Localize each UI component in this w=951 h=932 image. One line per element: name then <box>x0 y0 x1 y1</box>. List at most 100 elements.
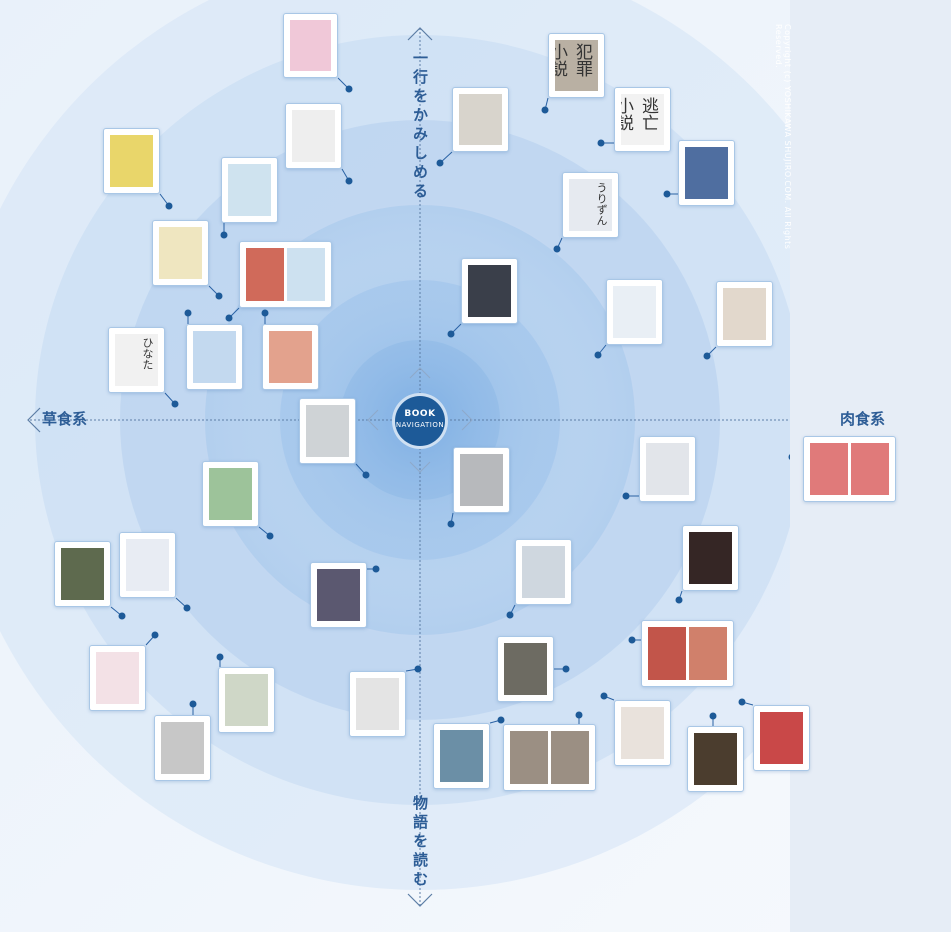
book-position-dot <box>216 653 224 661</box>
book-cover-image <box>646 443 689 495</box>
book-cover-image <box>459 94 502 145</box>
book-cover-image <box>760 712 803 764</box>
book-cover-title: ひなた <box>141 337 154 370</box>
book-thumbnail[interactable] <box>218 667 275 733</box>
book-position-dot <box>171 400 179 408</box>
book-cover-image <box>161 722 204 774</box>
center-chevron-right-icon <box>461 409 473 431</box>
book-cover-image <box>306 405 349 457</box>
book-position-dot <box>709 712 717 720</box>
book-position-dot <box>703 352 711 360</box>
book-thumbnail[interactable] <box>262 324 319 390</box>
book-position-dot <box>447 330 455 338</box>
book-cover-image <box>159 227 202 279</box>
book-position-dot <box>345 85 353 93</box>
book-thumbnail[interactable] <box>239 241 332 308</box>
book-position-dot <box>261 309 269 317</box>
book-thumbnail[interactable] <box>452 87 509 152</box>
book-thumbnail[interactable] <box>299 398 356 464</box>
book-thumbnail[interactable] <box>453 447 510 513</box>
book-cover-image <box>810 443 848 495</box>
book-position-dot <box>738 698 746 706</box>
book-thumbnail[interactable] <box>803 436 896 502</box>
book-thumbnail[interactable] <box>186 324 243 390</box>
book-position-dot <box>541 106 549 114</box>
book-cover-image <box>551 731 589 784</box>
book-thumbnail[interactable]: 犯罪小説集 <box>548 33 605 98</box>
book-thumbnail[interactable] <box>152 220 209 286</box>
book-cover-image: 逃亡小説集 <box>621 94 664 145</box>
book-position-dot <box>225 314 233 322</box>
book-thumbnail[interactable] <box>103 128 160 194</box>
book-cover-image: うりずん <box>569 179 612 231</box>
book-thumbnail[interactable] <box>221 157 278 223</box>
book-position-dot <box>220 231 228 239</box>
book-position-dot <box>497 716 505 724</box>
book-thumbnail[interactable] <box>154 715 211 781</box>
book-thumbnail[interactable]: ひなた <box>108 327 165 393</box>
book-thumbnail[interactable]: 逃亡小説集 <box>614 87 671 152</box>
book-cover-image <box>648 627 686 680</box>
center-chevron-up-icon <box>409 367 431 379</box>
book-cover-image <box>110 135 153 187</box>
book-cover-image <box>621 707 664 759</box>
book-position-dot <box>151 631 159 639</box>
center-chevron-left-icon <box>367 409 379 431</box>
book-cover-title: 逃亡小説集 <box>621 97 658 131</box>
book-thumbnail[interactable] <box>641 620 734 687</box>
book-thumbnail[interactable] <box>54 541 111 607</box>
book-thumbnail[interactable] <box>119 532 176 598</box>
arrow-up-icon <box>407 27 433 41</box>
book-thumbnail[interactable] <box>716 281 773 347</box>
book-cover-image <box>209 468 252 520</box>
book-cover-image <box>96 652 139 704</box>
book-cover-image <box>228 164 271 216</box>
book-cover-image <box>356 678 399 730</box>
book-thumbnail[interactable] <box>682 525 739 591</box>
book-thumbnail[interactable] <box>349 671 406 737</box>
axis-label-left: 草食系 <box>42 410 88 428</box>
book-thumbnail[interactable] <box>606 279 663 345</box>
book-cover-image <box>246 248 284 301</box>
arrow-left-icon <box>27 407 41 433</box>
book-thumbnail[interactable] <box>310 562 367 628</box>
book-thumbnail[interactable] <box>433 723 490 789</box>
book-thumbnail[interactable] <box>497 636 554 702</box>
book-thumbnail[interactable] <box>202 461 259 527</box>
book-navigation-logo[interactable]: BOOK NAVIGATION <box>395 396 445 446</box>
book-thumbnail[interactable] <box>678 140 735 206</box>
book-cover-image <box>440 730 483 782</box>
book-thumbnail[interactable] <box>503 724 596 791</box>
book-thumbnail[interactable] <box>461 258 518 324</box>
arrow-down-icon <box>407 893 433 907</box>
book-thumbnail[interactable] <box>687 726 744 792</box>
book-position-dot <box>414 665 422 673</box>
book-thumbnail[interactable] <box>614 700 671 766</box>
book-thumbnail[interactable] <box>89 645 146 711</box>
book-position-dot <box>628 636 636 644</box>
connector-layer <box>110 77 803 726</box>
logo-line-1: BOOK <box>404 409 436 419</box>
book-cover-image <box>225 674 268 726</box>
book-cover-image <box>193 331 236 383</box>
book-cover-image <box>61 548 104 600</box>
book-position-dot <box>189 700 197 708</box>
book-cover-image <box>851 443 889 495</box>
book-cover-image <box>269 331 312 383</box>
book-thumbnail[interactable] <box>515 539 572 605</box>
book-cover-image <box>522 546 565 598</box>
book-cover-image <box>126 539 169 591</box>
book-thumbnail[interactable] <box>639 436 696 502</box>
book-cover-image <box>613 286 656 338</box>
book-cover-image <box>292 110 335 162</box>
book-cover-image: ひなた <box>115 334 158 386</box>
book-cover-image <box>460 454 503 506</box>
book-thumbnail[interactable] <box>285 103 342 169</box>
book-position-dot <box>165 202 173 210</box>
book-thumbnail[interactable] <box>283 13 338 78</box>
book-position-dot <box>215 292 223 300</box>
book-thumbnail[interactable]: うりずん <box>562 172 619 238</box>
book-thumbnail[interactable] <box>753 705 810 771</box>
book-position-dot <box>553 245 561 253</box>
axis-label-right: 肉食系 <box>840 410 886 428</box>
